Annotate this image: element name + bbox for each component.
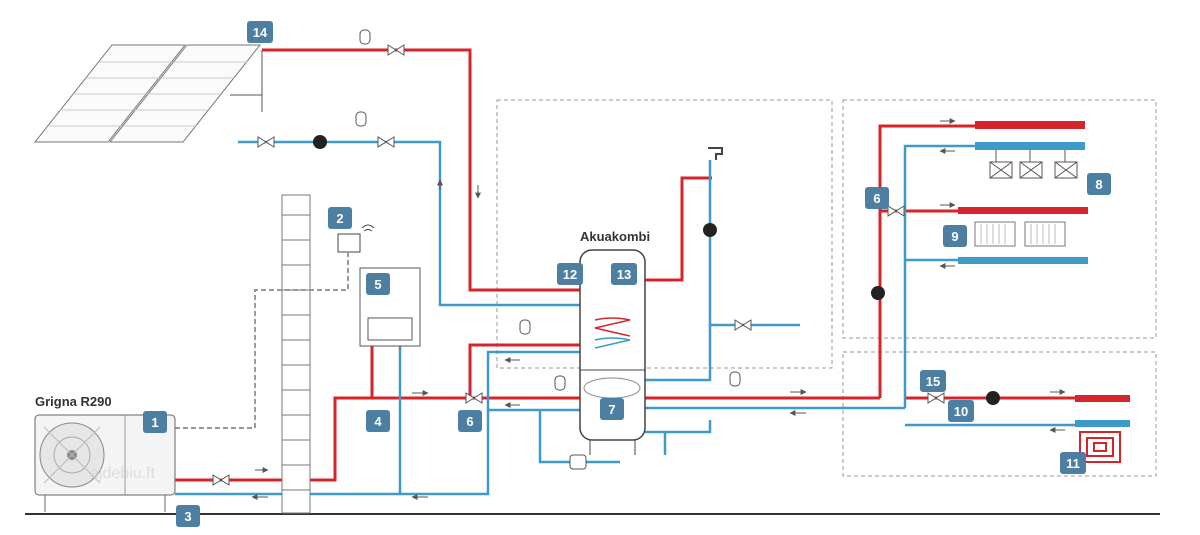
faucet-icon [708, 147, 723, 160]
valve-icon [212, 44, 945, 486]
floor-zone-box [842, 351, 1157, 477]
wifi-icon [361, 224, 375, 232]
badge-1: 1 [143, 411, 167, 433]
wall [281, 194, 311, 514]
badge-15: 15 [920, 370, 946, 392]
svg-text:8: 8 [1095, 177, 1102, 192]
heating-return-pipe [903, 144, 1080, 427]
expansion-vessel-icon [355, 29, 741, 470]
radiator-icon [958, 207, 1088, 264]
svg-text:6: 6 [466, 414, 473, 429]
badge-8: 8 [1087, 173, 1111, 195]
akuakombi-tank [579, 249, 646, 455]
solar-supply-pipe [262, 48, 580, 292]
tank-label: Akuakombi [580, 229, 650, 244]
pump-icon [313, 135, 1000, 405]
control-cable [175, 252, 349, 429]
svg-text:3: 3 [184, 509, 191, 524]
badge-12: 12 [557, 263, 583, 285]
svg-text:10: 10 [954, 404, 968, 419]
heat-pump-supply-pipe [175, 343, 880, 482]
solar-panel-icon [33, 44, 263, 143]
badge-13: 13 [611, 263, 637, 285]
svg-text:13: 13 [617, 267, 631, 282]
badge-9: 9 [943, 225, 967, 247]
svg-text:4: 4 [374, 414, 382, 429]
svg-text:9: 9 [951, 229, 958, 244]
solar-return-pipe [238, 140, 580, 307]
badge-11: 11 [1060, 452, 1086, 474]
svg-text:5: 5 [374, 277, 381, 292]
controller-icon [337, 224, 375, 253]
svg-text:6: 6 [873, 191, 880, 206]
svg-text:7: 7 [608, 402, 615, 417]
badge-7: 7 [600, 398, 624, 420]
svg-text:14: 14 [253, 25, 268, 40]
flow-arrows [251, 118, 1066, 500]
badge-5: 5 [366, 273, 390, 295]
badge-10: 10 [948, 400, 974, 422]
badge-2: 2 [328, 207, 352, 229]
badge-6b: 6 [865, 187, 889, 209]
floor-heating-icon [1075, 395, 1130, 463]
dhw-cold-pipe [645, 160, 800, 455]
svg-text:11: 11 [1066, 456, 1080, 471]
heat-pump-icon [34, 414, 176, 512]
badge-6a: 6 [458, 410, 482, 432]
watermark: ajdebiu.ft [90, 465, 155, 482]
badge-14: 14 [247, 21, 273, 43]
svg-text:2: 2 [336, 211, 343, 226]
badge-4: 4 [366, 410, 390, 432]
heat-pump-return-pipe [175, 345, 905, 496]
dhw-hot-pipe [645, 176, 712, 282]
fan-coil-icon [975, 121, 1085, 179]
heat-pump-label: Grigna R290 [35, 394, 112, 409]
svg-text:12: 12 [563, 267, 577, 282]
badge-3: 3 [176, 505, 200, 527]
svg-text:15: 15 [926, 374, 940, 389]
svg-text:1: 1 [151, 415, 158, 430]
tank-zone-box [496, 99, 833, 369]
heating-zone-box [842, 99, 1157, 339]
